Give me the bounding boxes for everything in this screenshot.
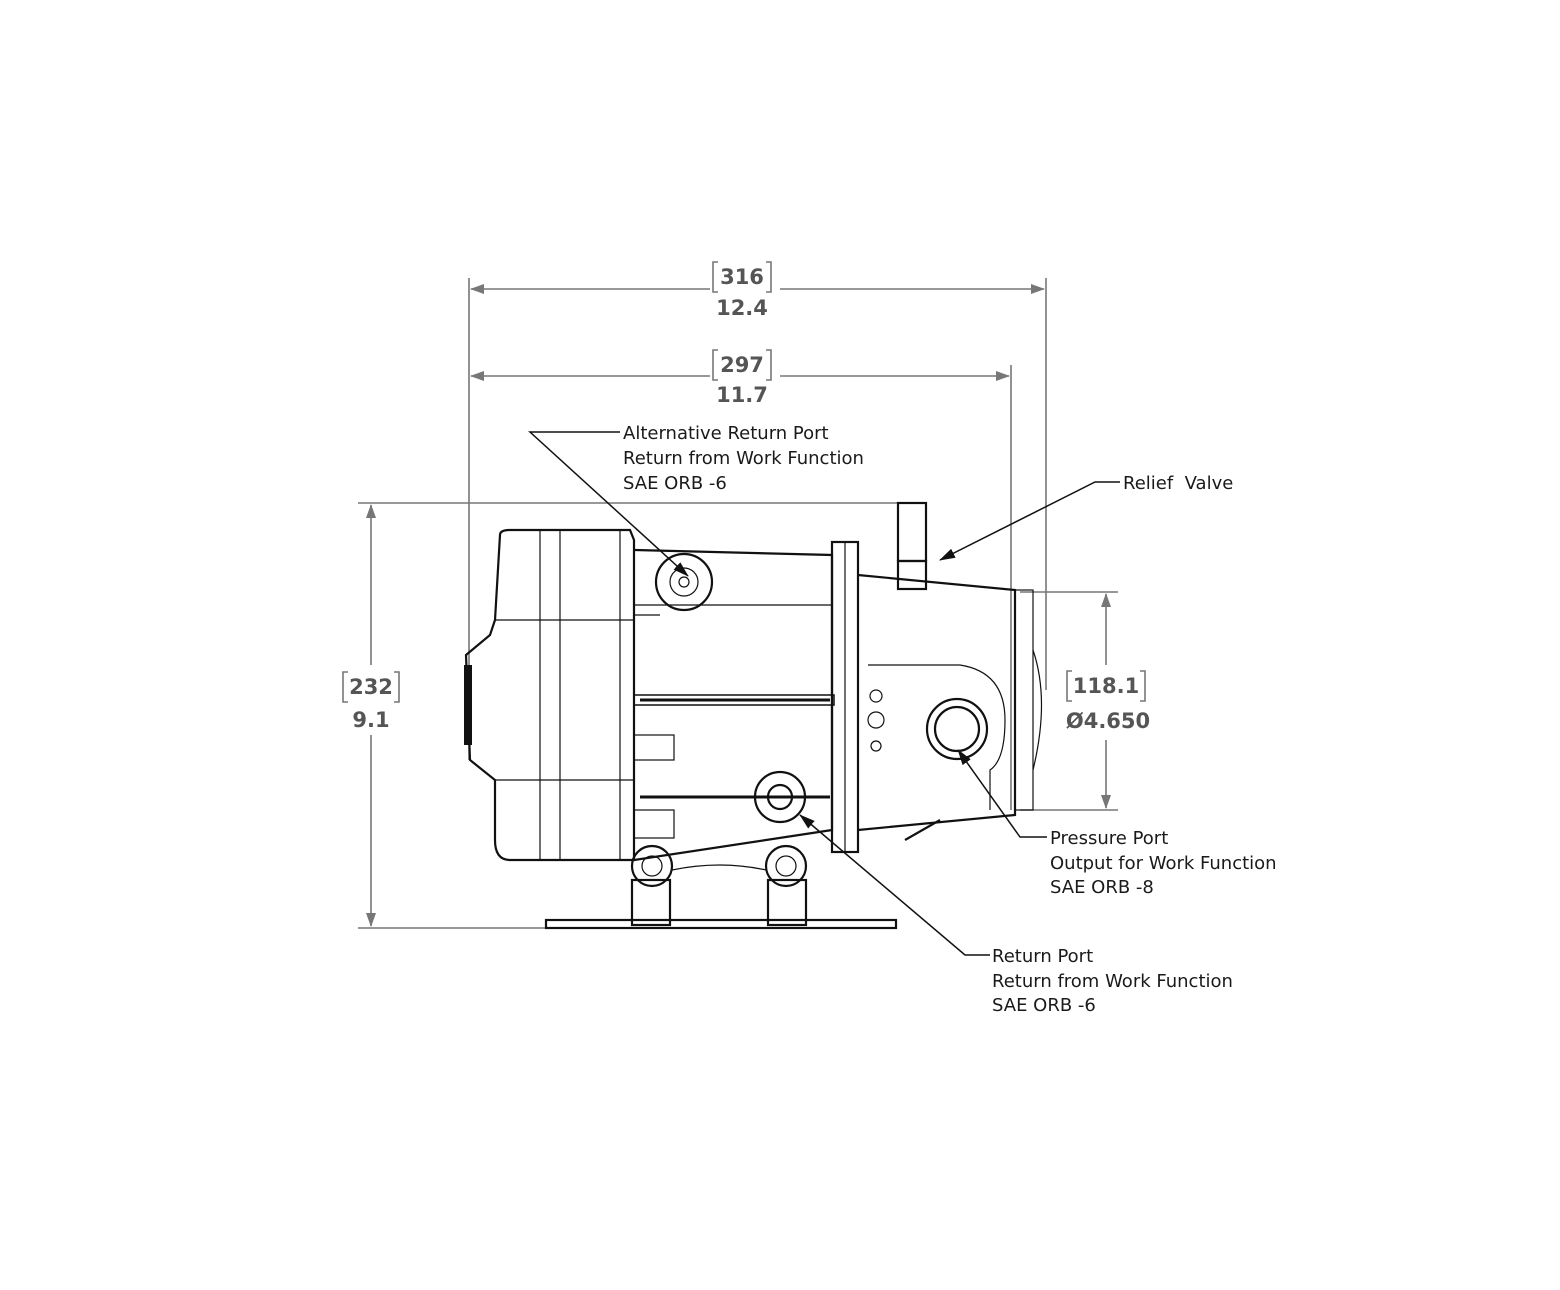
callout-line: Return from Work Function (992, 971, 1233, 992)
callout-line: SAE ORB -6 (623, 473, 727, 494)
callout-pressure-port: Pressure Port Output for Work Function S… (1050, 828, 1277, 898)
callout-alt-return-port: Alternative Return Port Return from Work… (623, 423, 864, 494)
callout-line: Pressure Port (1050, 828, 1168, 849)
callout-line: SAE ORB -6 (992, 995, 1096, 1016)
callout-line: Alternative Return Port (623, 423, 829, 444)
dimension-mm: 297 (720, 353, 764, 377)
dimension-in: 11.7 (716, 383, 768, 407)
callout-return-port: Return Port Return from Work Function SA… (992, 946, 1233, 1016)
leader-lines (528, 431, 1120, 956)
callout-line: Output for Work Function (1050, 853, 1277, 874)
dimension-in: 12.4 (716, 296, 768, 320)
dimension-in: 9.1 (352, 708, 389, 732)
dimension-flange-diameter: 118.1 Ø4.650 (1066, 593, 1150, 809)
dimension-mm: 316 (720, 265, 764, 289)
pump-body (464, 501, 1043, 930)
callout-relief-valve: Relief Valve (1123, 473, 1233, 494)
dimension-mm: 118.1 (1073, 674, 1139, 698)
dimension-overall-length: 316 12.4 (470, 261, 1045, 320)
dimension-in: Ø4.650 (1066, 709, 1150, 733)
dimension-body-length: 297 11.7 (470, 349, 1010, 407)
dimension-mm: 232 (349, 675, 393, 699)
callout-line: SAE ORB -8 (1050, 877, 1154, 898)
callout-line: Relief Valve (1123, 473, 1233, 494)
callout-line: Return Port (992, 946, 1093, 967)
callout-line: Return from Work Function (623, 448, 864, 469)
dimension-height: 232 9.1 (342, 504, 400, 927)
